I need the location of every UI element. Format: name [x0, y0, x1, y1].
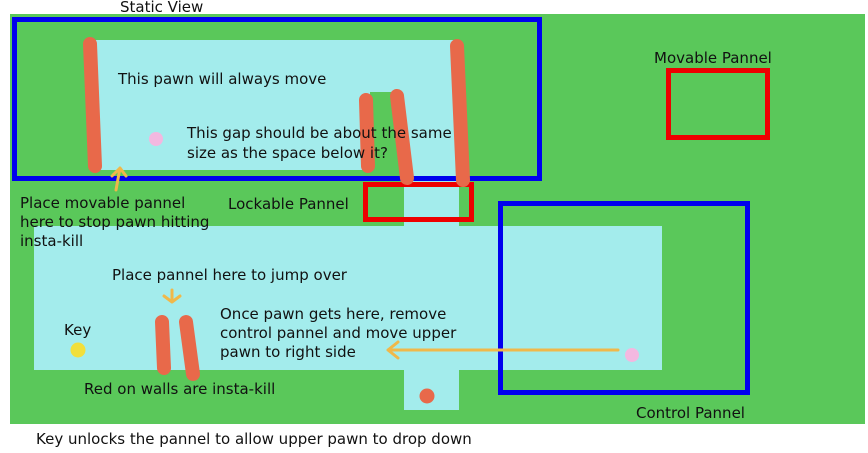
gap-note-line2: size as the space below it?	[187, 144, 388, 162]
insta-kill-wall-right	[450, 39, 470, 187]
lower-chamber	[34, 226, 662, 370]
insta-kill-wall-mid-left	[359, 93, 375, 173]
upper-pawn	[149, 132, 163, 146]
bottom-pit	[404, 368, 459, 410]
key-label: Key	[64, 321, 92, 339]
insta-kill-wall-lower-right	[179, 315, 200, 381]
lockable-panel-label: Lockable Pannel	[228, 195, 349, 213]
place-movable-note-line1: Place movable pannel	[20, 194, 186, 212]
control-panel-label: Control Pannel	[636, 404, 745, 422]
key-unlocks-caption: Key unlocks the pannel to allow upper pa…	[36, 430, 472, 448]
static-view-panel	[12, 17, 542, 181]
arrow-to-left	[386, 340, 620, 360]
arrow-to-jump-spot	[162, 288, 182, 304]
key-token	[70, 342, 86, 358]
gap-note-line1: This gap should be about the same	[187, 124, 452, 142]
place-jump-note: Place pannel here to jump over	[112, 266, 347, 284]
place-movable-note-line3: insta-kill	[20, 232, 84, 250]
red-walls-note: Red on walls are insta-kill	[84, 380, 276, 398]
place-movable-note-line2: here to stop pawn hitting	[20, 213, 210, 231]
arrow-to-upper-wall	[110, 166, 128, 192]
once-pawn-note-line1: Once pawn gets here, remove	[220, 305, 447, 323]
once-pawn-note-line2: control pannel and move upper	[220, 324, 457, 342]
control-panel[interactable]	[498, 201, 750, 395]
lockable-panel[interactable]	[363, 182, 474, 222]
static-view-label: Static View	[120, 0, 204, 16]
pawn-always-move-note: This pawn will always move	[118, 70, 327, 88]
insta-kill-wall-lower-left	[155, 315, 171, 375]
insta-kill-wall-mid-right	[390, 89, 414, 185]
lower-pawn	[625, 348, 639, 362]
insta-kill-wall-left	[83, 37, 102, 173]
once-pawn-note-line3: pawn to right side	[220, 343, 356, 361]
bottom-pit-hazard	[419, 388, 435, 404]
movable-panel-label: Movable Pannel	[654, 49, 772, 67]
movable-panel[interactable]	[666, 68, 770, 140]
